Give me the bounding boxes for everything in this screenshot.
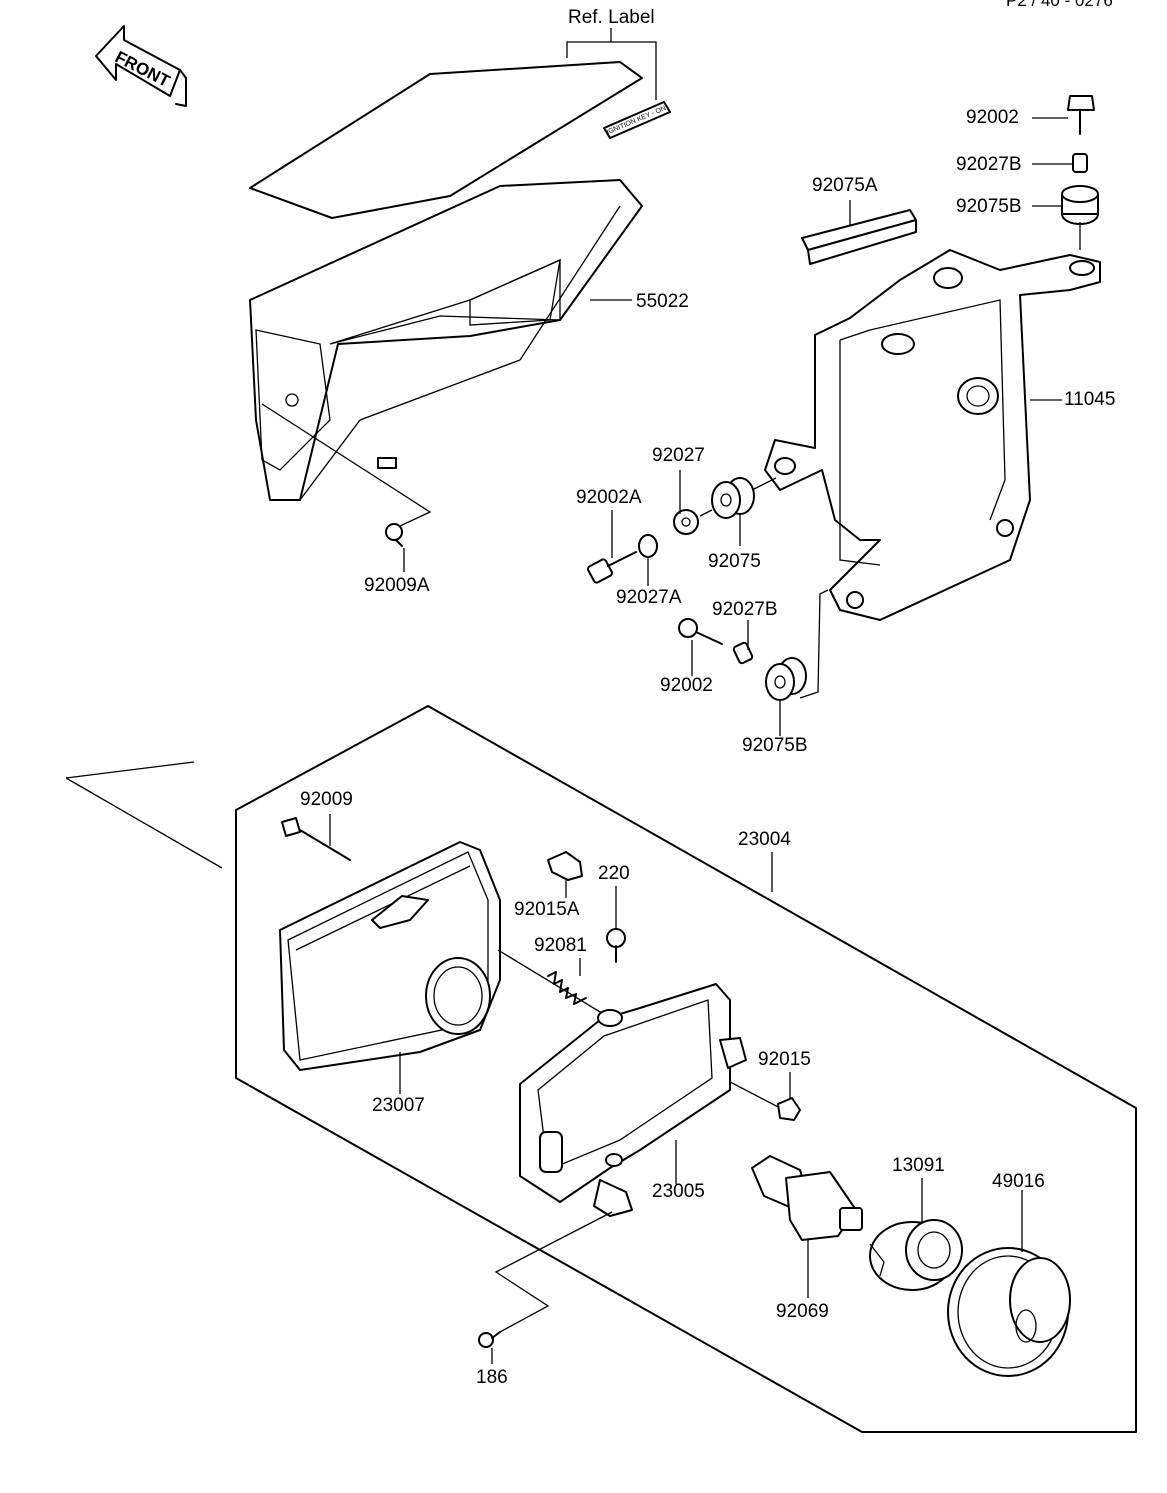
bolt-92002-low	[678, 618, 723, 645]
part-label-186: 186	[476, 1367, 508, 1388]
bolt-92002-top	[1032, 95, 1095, 135]
headlight-cover	[249, 61, 643, 501]
part-label-92002a: 92002A	[576, 487, 642, 508]
part-label-92075b-low: 92075B	[742, 735, 808, 756]
part-label-92069: 92069	[776, 1301, 829, 1322]
grommet-92075b-low	[765, 657, 807, 701]
part-label-92009a: 92009A	[364, 575, 430, 596]
dust-cover-49016	[947, 1190, 1071, 1377]
screw-92009a	[385, 523, 403, 547]
part-label-92027a: 92027A	[616, 587, 682, 608]
headlight-unit	[279, 841, 501, 1094]
part-label-23005: 23005	[652, 1181, 705, 1202]
part-label-92075a: 92075A	[812, 175, 878, 196]
pad-92075a	[801, 200, 917, 265]
part-label-23004: 23004	[738, 829, 791, 850]
part-label-92009: 92009	[300, 789, 353, 810]
ref-sticker-text: IGNITION KEY - ON	[606, 105, 667, 136]
headlight-rim	[519, 983, 747, 1217]
part-label-92075b-top: 92075B	[956, 196, 1022, 217]
part-label-92002-top: 92002	[966, 107, 1019, 128]
nut-92015	[777, 1072, 801, 1121]
screw-186	[478, 1211, 613, 1364]
washer-92027a	[638, 534, 658, 558]
clip-92015a	[547, 851, 583, 898]
part-label-92015a: 92015A	[514, 899, 580, 920]
headlight-bracket	[764, 249, 1101, 621]
part-label-92075: 92075	[708, 551, 761, 572]
collar-92027b-low	[732, 641, 754, 665]
ref-label-title: Ref. Label	[568, 7, 655, 28]
part-label-13091: 13091	[892, 1155, 945, 1176]
front-arrow-icon: FRONT	[95, 25, 187, 107]
part-label-220: 220	[598, 863, 630, 884]
part-label-11045: 11045	[1064, 389, 1116, 410]
part-label-92015: 92015	[758, 1049, 811, 1070]
screw-92009	[281, 814, 351, 861]
assembly-frame-23004	[65, 705, 1137, 1433]
part-label-92081: 92081	[534, 935, 587, 956]
part-label-92027: 92027	[652, 445, 705, 466]
screw-220	[606, 886, 626, 963]
collar-92027b-top	[1032, 153, 1088, 173]
part-label-92027b-top: 92027B	[956, 154, 1022, 175]
part-label-55022: 55022	[636, 291, 689, 312]
washer-92027	[673, 509, 699, 535]
bulb-92069	[751, 1155, 863, 1298]
part-label-92027b-low: 92027B	[712, 599, 778, 620]
spring-92081	[547, 958, 587, 1005]
part-label-23007: 23007	[372, 1095, 425, 1116]
grommet-92075b-top	[1032, 185, 1099, 250]
part-label-92002-low: 92002	[660, 675, 713, 696]
part-label-49016: 49016	[992, 1171, 1045, 1192]
grommet-92075	[711, 477, 755, 519]
corner-code: P2 / 40 - 0276	[1006, 0, 1113, 10]
socket-13091	[869, 1178, 963, 1291]
bolt-92002a	[587, 551, 637, 584]
